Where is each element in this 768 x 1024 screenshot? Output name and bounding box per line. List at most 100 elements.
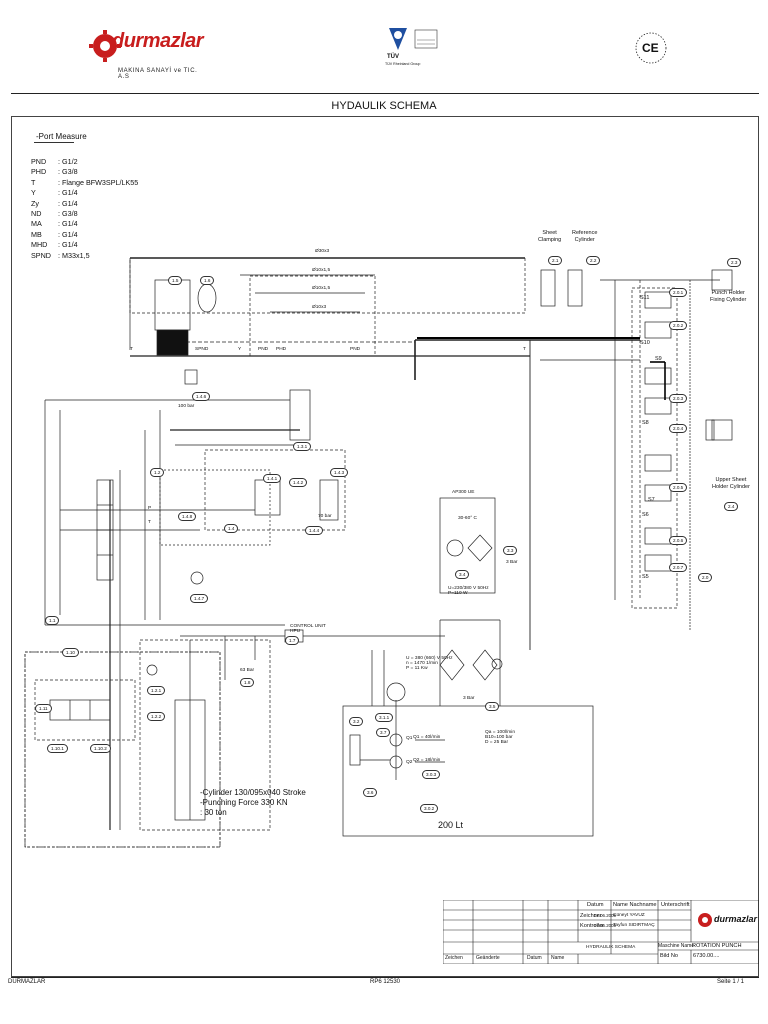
footer-left: DURMAZLAR bbox=[8, 979, 46, 985]
tb-drawing-title: HYDRAULIK SCHEMA bbox=[586, 945, 636, 950]
component-tag: 2.2 bbox=[586, 256, 601, 265]
cooler-spec: U=230/380 V 50Hz P=110 W bbox=[448, 586, 489, 596]
cooler-temp: 30-60° C bbox=[458, 516, 477, 521]
company-subtitle: MAKINA SANAYİ ve TIC. A.S bbox=[118, 68, 198, 80]
tb-company-logo: durmazlar bbox=[714, 914, 758, 924]
component-tag: 2.3 bbox=[727, 258, 742, 267]
component-tag: 2.0.4 bbox=[669, 424, 688, 433]
tb-rev-col: Name bbox=[551, 955, 565, 961]
component-tag: 3.7 bbox=[376, 728, 391, 737]
drawing-frame bbox=[11, 116, 759, 977]
tuv-label: TÜV bbox=[387, 54, 399, 60]
page-title: HYDAULIK SCHEMA bbox=[331, 100, 437, 112]
component-tag: 3.4 bbox=[455, 570, 470, 579]
flow-q1: Q1 = 40l/min bbox=[413, 735, 441, 740]
gear-logo-icon bbox=[89, 30, 121, 62]
bar-label: 70 bar bbox=[318, 514, 332, 519]
port-label: PND bbox=[258, 347, 269, 352]
tb-machine-label: Maschine Name bbox=[658, 943, 695, 949]
port-label: SPND bbox=[195, 347, 209, 352]
port-label: T bbox=[130, 347, 133, 352]
component-tag: 1.10.2 bbox=[90, 744, 111, 753]
component-tag: 1.2.1 bbox=[147, 686, 166, 695]
port-label: PHD bbox=[276, 347, 287, 352]
component-tag: 2.0.2 bbox=[669, 321, 688, 330]
bar-label: 3 Bar bbox=[463, 696, 475, 701]
flow-qa: Qa = 100l/min B10=100 bar D = 25 Bar bbox=[485, 730, 515, 745]
component-tag: 1.2.2 bbox=[147, 712, 166, 721]
bar-label: 63 Bar bbox=[240, 668, 255, 673]
component-tag: 1.10 bbox=[62, 648, 79, 657]
valve-label: S8 bbox=[642, 420, 649, 426]
port-row: MB: G1/4 bbox=[31, 229, 78, 239]
tb-signature-header: Unterschrift bbox=[661, 902, 690, 908]
component-tag: 1.10.1 bbox=[47, 744, 68, 753]
component-tag: 2.0 bbox=[698, 573, 713, 582]
component-tag: 3.3 bbox=[503, 546, 518, 555]
component-tag: 1.4.2 bbox=[289, 478, 308, 487]
port-measure-underline bbox=[34, 142, 74, 143]
tb-check-label: Kontroller bbox=[580, 923, 604, 929]
valve-label: S7 bbox=[648, 497, 655, 503]
tb-check-date: 07.06.2005 bbox=[594, 923, 616, 928]
port-row: ND: G3/8 bbox=[31, 209, 78, 219]
footer-right: Seite 1 / 1 bbox=[717, 979, 745, 985]
upper-sheet-holder-label: Upper Sheet Holder Cylinder bbox=[712, 477, 750, 490]
component-tag: 1.4.1 bbox=[263, 474, 282, 483]
component-tag: 1.4.6 bbox=[192, 392, 211, 401]
component-tag: 3.2 bbox=[349, 717, 364, 726]
component-tag: 1.6 bbox=[200, 276, 215, 285]
tuv-certification-logo: TÜV TÜV Rheinland Group bbox=[385, 24, 445, 84]
sheet-clamping-label: Sheet Clamping bbox=[538, 230, 562, 243]
component-tag: 2.4 bbox=[724, 502, 739, 511]
valve-label: S6 bbox=[642, 512, 649, 518]
component-tag: 3.6 bbox=[363, 788, 378, 797]
component-tag: 1.4.3 bbox=[330, 468, 349, 477]
bar-label: 3 Bar bbox=[506, 560, 518, 565]
title-block: Datum Name Nachname Unterschrift Zeichne… bbox=[443, 900, 759, 964]
tb-datum-header: Datum bbox=[587, 902, 604, 908]
ce-mark: CE bbox=[634, 28, 668, 68]
port-row: PND: G1/2 bbox=[31, 157, 78, 166]
company-name: durmazlar bbox=[112, 30, 204, 52]
port-measure-list: PND: G1/2 PHD: G3/8 T: Flange BFW3SPL/LK… bbox=[31, 157, 138, 261]
tank-capacity: 200 Lt bbox=[438, 820, 464, 830]
valve-label: S10 bbox=[640, 340, 650, 346]
tb-name-header: Name Nachname bbox=[613, 902, 657, 908]
pipe-label: Ø10x1,5 bbox=[312, 268, 331, 273]
tb-drawn-label: Zeichner bbox=[580, 913, 602, 919]
port-measure-title: -Port Measure bbox=[36, 132, 87, 141]
port-row: MA: G1/4 bbox=[31, 219, 78, 229]
port-label: Y bbox=[238, 347, 242, 352]
component-tag: 2.0.7 bbox=[669, 563, 688, 572]
pump-label: Q1 bbox=[406, 736, 413, 741]
tb-bild-no: 6730.00.... bbox=[693, 953, 720, 959]
port-row: Y: G1/4 bbox=[31, 188, 78, 198]
component-tag: 1.4.4 bbox=[305, 526, 324, 535]
bar-label: 100 bar bbox=[178, 404, 195, 409]
port-row: Zy: G1/4 bbox=[31, 198, 78, 208]
reference-cylinder-label: Reference Cylinder bbox=[572, 230, 598, 243]
pipe-label: Ø10x1,5 bbox=[312, 286, 331, 291]
tb-rev-col: Datum bbox=[527, 955, 542, 961]
component-tag: 1.5 bbox=[168, 276, 183, 285]
pipe-label: Ø30x3 bbox=[315, 249, 330, 254]
component-tag: 2.0.6 bbox=[669, 536, 688, 545]
cooler-model: AP300 UE bbox=[452, 490, 475, 495]
port-row: SPND: M33x1,5 bbox=[31, 250, 90, 260]
component-tag: 1.1 bbox=[45, 616, 60, 625]
port-row: PHD: G3/8 bbox=[31, 167, 78, 177]
component-tag: 1.3.1 bbox=[293, 442, 312, 451]
valve-label: S9 bbox=[655, 356, 662, 362]
component-tag: 1.4.8 bbox=[178, 512, 197, 521]
component-tag: 1.11 bbox=[35, 704, 52, 713]
tb-drawn-date: 07.06.2005 bbox=[594, 913, 616, 918]
pump-label: Q2 bbox=[406, 760, 413, 765]
tb-check-name: Tayfun SIDIRTMAÇ bbox=[613, 923, 655, 928]
component-tag: 1.4 bbox=[224, 524, 239, 533]
port-label: P bbox=[148, 506, 152, 511]
tb-bild-label: Bild No bbox=[660, 953, 679, 959]
component-tag: 2.0.3 bbox=[669, 394, 688, 403]
port-row: T: Flange BFW3SPL/LK55 bbox=[31, 177, 139, 187]
component-tag: 2.0.1 bbox=[669, 288, 688, 297]
